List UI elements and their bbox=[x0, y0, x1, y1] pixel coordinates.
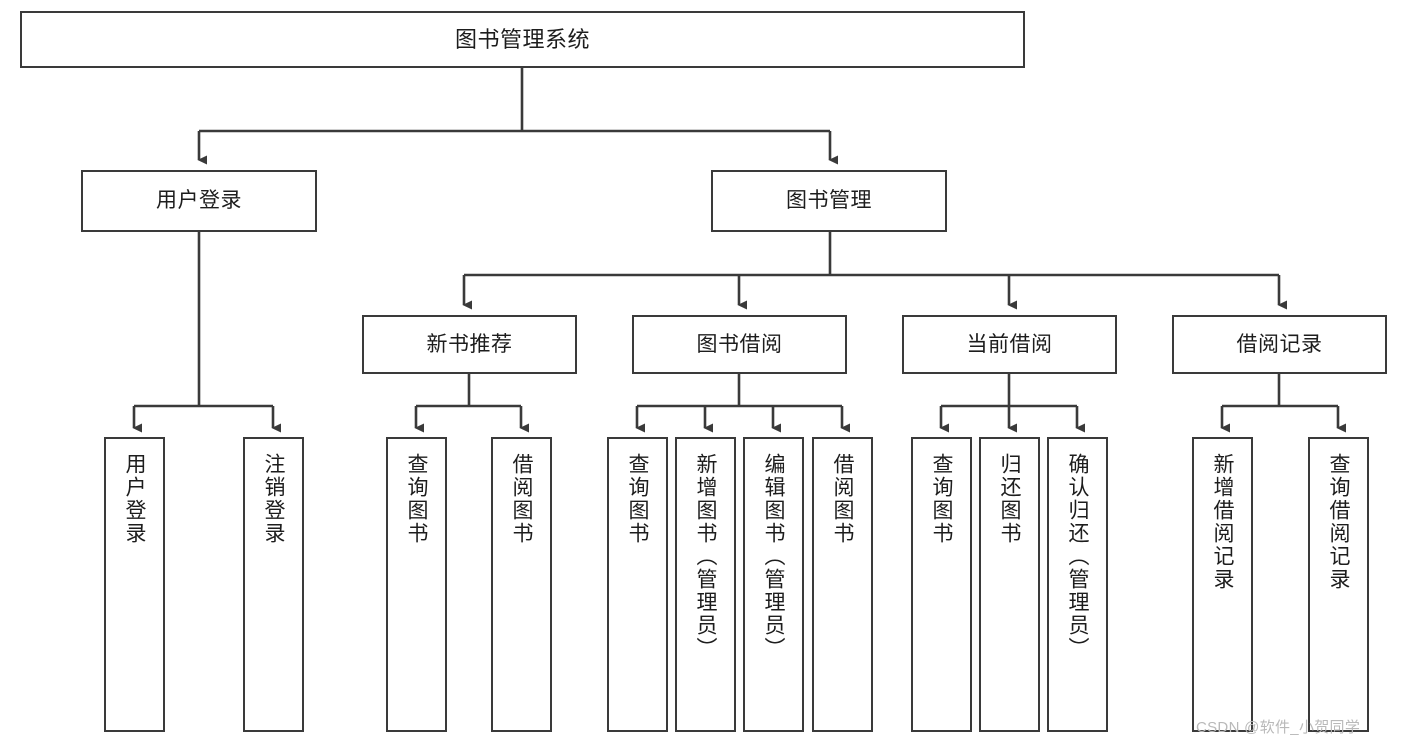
leaf-borrow-record-add-record[interactable]: 新增借阅记录 bbox=[1192, 437, 1253, 732]
node-book-management[interactable]: 图书管理 bbox=[711, 170, 947, 232]
node-label: 当前借阅 bbox=[966, 332, 1053, 356]
node-label: 查询图书 bbox=[626, 453, 649, 545]
leaf-user-login-logout[interactable]: 注销登录 bbox=[243, 437, 304, 732]
node-label: 查询图书 bbox=[405, 453, 428, 545]
node-user-login[interactable]: 用户登录 bbox=[81, 170, 317, 232]
leaf-new-book-borrow-book[interactable]: 借阅图书 bbox=[491, 437, 552, 732]
node-borrow-record[interactable]: 借阅记录 bbox=[1172, 315, 1387, 374]
leaf-book-borrow-edit-book-admin[interactable]: 编辑图书（管理员） bbox=[743, 437, 804, 732]
node-label: 查询借阅记录 bbox=[1327, 453, 1350, 591]
node-label: 编辑图书（管理员） bbox=[762, 453, 785, 660]
leaf-user-login-login[interactable]: 用户登录 bbox=[104, 437, 165, 732]
node-book-borrow[interactable]: 图书借阅 bbox=[632, 315, 847, 374]
node-label: 新增借阅记录 bbox=[1211, 453, 1234, 591]
node-label: 查询图书 bbox=[930, 453, 953, 545]
node-label: 新书推荐 bbox=[426, 332, 513, 356]
leaf-current-borrow-return-book[interactable]: 归还图书 bbox=[979, 437, 1040, 732]
node-label: 图书管理 bbox=[786, 189, 872, 213]
leaf-current-borrow-confirm-return-admin[interactable]: 确认归还（管理员） bbox=[1047, 437, 1108, 732]
node-label: 借阅图书 bbox=[831, 453, 854, 545]
leaf-borrow-record-query-record[interactable]: 查询借阅记录 bbox=[1308, 437, 1369, 732]
leaf-new-book-query-book[interactable]: 查询图书 bbox=[386, 437, 447, 732]
node-root-book-management-system[interactable]: 图书管理系统 bbox=[20, 11, 1025, 68]
node-label: 图书借阅 bbox=[696, 332, 783, 356]
node-label: 新增图书（管理员） bbox=[694, 453, 717, 660]
node-current-borrow[interactable]: 当前借阅 bbox=[902, 315, 1117, 374]
node-label: 归还图书 bbox=[998, 453, 1021, 545]
node-label: 确认归还（管理员） bbox=[1066, 453, 1089, 660]
node-label: 图书管理系统 bbox=[454, 26, 590, 52]
leaf-book-borrow-add-book-admin[interactable]: 新增图书（管理员） bbox=[675, 437, 736, 732]
node-new-book-recommend[interactable]: 新书推荐 bbox=[362, 315, 577, 374]
leaf-current-borrow-query-book[interactable]: 查询图书 bbox=[911, 437, 972, 732]
csdn-watermark: CSDN @软件_小贺同学 bbox=[1196, 719, 1361, 736]
node-label: 注销登录 bbox=[262, 453, 285, 545]
node-label: 借阅图书 bbox=[510, 453, 533, 545]
node-label: 用户登录 bbox=[123, 453, 146, 545]
node-label: 用户登录 bbox=[156, 189, 242, 213]
leaf-book-borrow-query-book[interactable]: 查询图书 bbox=[607, 437, 668, 732]
leaf-book-borrow-borrow-book[interactable]: 借阅图书 bbox=[812, 437, 873, 732]
node-label: 借阅记录 bbox=[1236, 332, 1323, 356]
